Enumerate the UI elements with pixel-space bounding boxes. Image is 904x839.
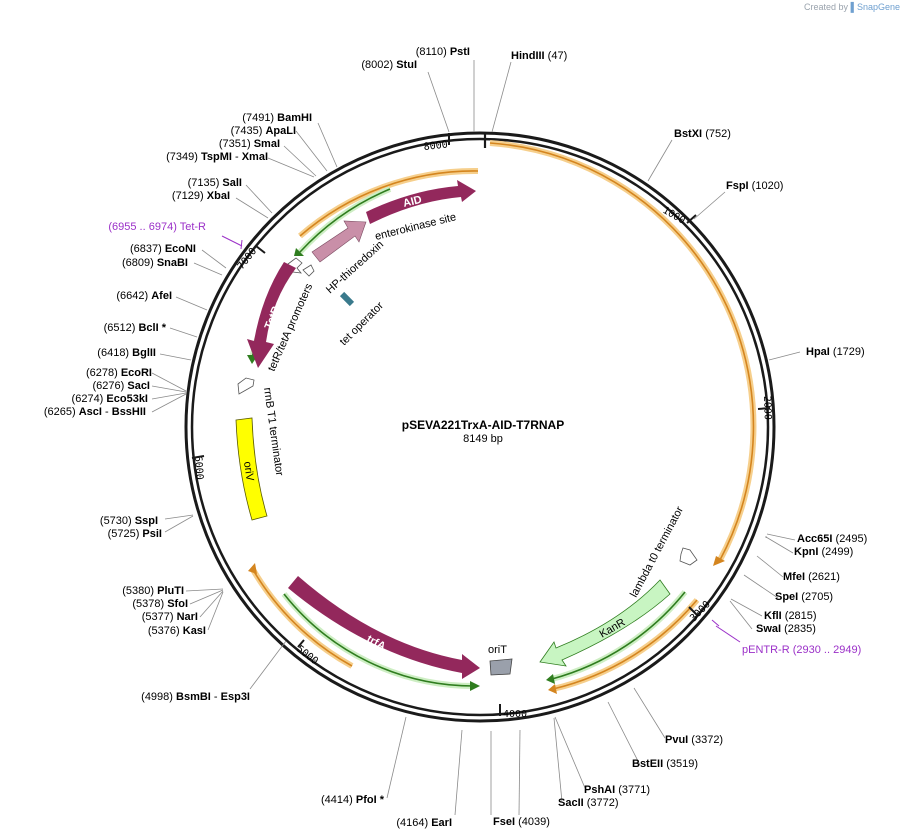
- site-label-pshai[interactable]: PshAI (3771): [584, 784, 650, 796]
- plasmid-name: pSEVA221TrxA-AID-T7RNAP: [402, 418, 564, 432]
- feature-oriv[interactable]: [235, 417, 268, 521]
- lambda-terminator-arrow-icon: [679, 547, 698, 566]
- site-label-tet-r[interactable]: (6955 .. 6974) Tet-R: [108, 221, 206, 233]
- orange-arc-br-head: [548, 684, 557, 694]
- leader-lines: [151, 60, 801, 816]
- feature-hp-thioredoxin-arrow[interactable]: [311, 220, 367, 263]
- snapgene-logo-icon: ▌: [850, 2, 857, 12]
- site-label-psti[interactable]: (8110) PstI: [416, 46, 470, 58]
- site-label-econi[interactable]: (6837) EcoNI: [130, 243, 196, 255]
- tet-operator-mark: [339, 291, 355, 307]
- feature-oriv-label: oriV: [241, 461, 256, 483]
- site-label-hindiii[interactable]: HindIII (47): [511, 50, 567, 62]
- site-label-tspmi[interactable]: (7349) TspMI - XmaI: [166, 151, 268, 163]
- site-label-bstxi[interactable]: BstXI (752): [674, 128, 731, 140]
- orange-arc-right-head: [713, 556, 725, 566]
- tick-label-4000: 4000: [503, 709, 527, 720]
- green-arc-bl-head: [470, 681, 480, 691]
- credit-prefix: Created by: [804, 2, 849, 12]
- site-label-saci[interactable]: (6276) SacI: [93, 380, 151, 392]
- feature-orit[interactable]: [489, 658, 513, 676]
- site-label-swai[interactable]: SwaI (2835): [756, 623, 816, 635]
- green-arc-bottom-left: [283, 593, 475, 687]
- snapgene-credit: Created by ▌SnapGene: [804, 2, 900, 12]
- site-label-smai[interactable]: (7351) SmaI: [219, 138, 280, 150]
- site-label-hpai[interactable]: HpaI (1729): [806, 346, 865, 358]
- site-label-psii[interactable]: (5725) PsiI: [108, 528, 162, 540]
- site-label-bglii[interactable]: (6418) BglII: [97, 347, 156, 359]
- site-label-sspi[interactable]: (5730) SspI: [100, 515, 158, 527]
- site-label-bsmbi[interactable]: (4998) BsmBI - Esp3I: [141, 691, 250, 703]
- rrnb-terminator-label: rrnB T1 terminator: [261, 387, 285, 477]
- left-site-labels: (8002) StuI(8110) PstI (7491) BamHI(7435)…: [44, 46, 470, 829]
- feature-trfa-arrow[interactable]: [288, 576, 480, 679]
- site-label-acc65i[interactable]: Acc65I (2495): [797, 533, 867, 545]
- site-label-bamhi[interactable]: (7491) BamHI: [242, 112, 312, 124]
- site-label-mfei[interactable]: MfeI (2621): [783, 571, 840, 583]
- plasmid-size: 8149 bp: [463, 433, 503, 445]
- rrnb-terminator-arrow-icon: [237, 377, 255, 395]
- site-label-pentr-r[interactable]: pENTR-R (2930 .. 2949): [742, 644, 861, 656]
- site-label-fsei[interactable]: FseI (4039): [493, 816, 550, 828]
- primer-markers: [221, 235, 741, 643]
- feature-kanr-arrow[interactable]: [539, 579, 671, 667]
- feature-orit-label: oriT: [488, 644, 507, 656]
- green-arc-br-head: [546, 674, 555, 684]
- tet-promoter-arrow-2-icon: [302, 264, 315, 277]
- site-label-kfli[interactable]: KflI (2815): [764, 610, 817, 622]
- green-arc-bottom-right: [551, 591, 686, 680]
- orange-arc-top: [299, 170, 479, 237]
- credit-brand: SnapGene: [856, 2, 900, 12]
- site-label-afei[interactable]: (6642) AfeI: [116, 290, 172, 302]
- site-label-eco53ki[interactable]: (6274) Eco53kI: [72, 393, 148, 405]
- tet-operator-label: tet operator: [338, 300, 387, 349]
- site-label-bcli-[interactable]: (6512) BclI *: [104, 322, 167, 334]
- orange-arc-right: [489, 142, 755, 561]
- site-label-spei[interactable]: SpeI (2705): [775, 591, 833, 603]
- green-arc-top: [299, 188, 391, 253]
- feature-tetr-arrow[interactable]: [247, 262, 296, 368]
- site-label-sfoi[interactable]: (5378) SfoI: [132, 598, 188, 610]
- site-label-snabi[interactable]: (6809) SnaBI: [122, 257, 188, 269]
- tick-label-7000: 7000: [236, 246, 260, 272]
- site-label-eari[interactable]: (4164) EarI: [396, 817, 452, 829]
- site-label-pfoi-[interactable]: (4414) PfoI *: [321, 794, 385, 806]
- feature-aid-arrow[interactable]: [366, 180, 476, 224]
- orange-arc-bottom-right: [552, 599, 698, 690]
- backbone-inner-ring: [190, 137, 770, 717]
- tick-label-6000: 6000: [192, 455, 205, 480]
- backbone-outer-ring: [184, 131, 776, 723]
- site-label-xbai[interactable]: (7129) XbaI: [172, 190, 230, 202]
- orange-arc-bl-head: [248, 563, 257, 574]
- site-label-bsteii[interactable]: BstEII (3519): [632, 758, 698, 770]
- site-label-asci[interactable]: (6265) AscI - BssHII: [44, 406, 146, 418]
- site-label-pvui[interactable]: PvuI (3372): [665, 734, 723, 746]
- site-label-kpni[interactable]: KpnI (2499): [794, 546, 853, 558]
- tick-label-8000: 8000: [423, 140, 448, 153]
- site-label-ecori[interactable]: (6278) EcoRI: [86, 367, 152, 379]
- site-label-nari[interactable]: (5377) NarI: [142, 611, 198, 623]
- green-arc-top-head: [294, 248, 304, 256]
- orange-arc-glow: [489, 140, 757, 562]
- site-label-sali[interactable]: (7135) SalI: [188, 177, 242, 189]
- right-site-labels: HindIII (47) BstXI (752) FspI (1020) HpaI (…: [493, 50, 867, 828]
- site-label-sacii[interactable]: SacII (3772): [558, 797, 619, 809]
- site-label-fspi[interactable]: FspI (1020): [726, 180, 783, 192]
- site-label-kasi[interactable]: (5376) KasI: [148, 625, 206, 637]
- feature-aid-label: AID: [402, 194, 423, 210]
- orange-arc-bottom-left: [251, 567, 353, 667]
- site-label-apali[interactable]: (7435) ApaLI: [231, 125, 296, 137]
- site-label-pluti[interactable]: (5380) PluTI: [122, 585, 184, 597]
- site-label-stui[interactable]: (8002) StuI: [361, 59, 417, 71]
